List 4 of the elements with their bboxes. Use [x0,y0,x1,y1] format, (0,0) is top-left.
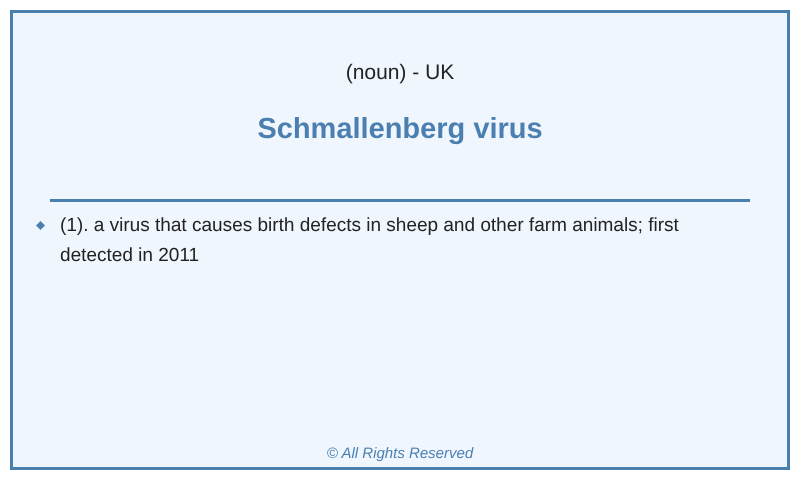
headword-title: Schmallenberg virus [256,113,544,146]
part-of-speech: (noun) - UK [344,61,456,85]
definition-text: (1). a virus that causes birth defects in sheep and other farm animals; first detected in 2011 [60,214,680,268]
copyright-note: © All Rights Reserved [326,445,474,462]
